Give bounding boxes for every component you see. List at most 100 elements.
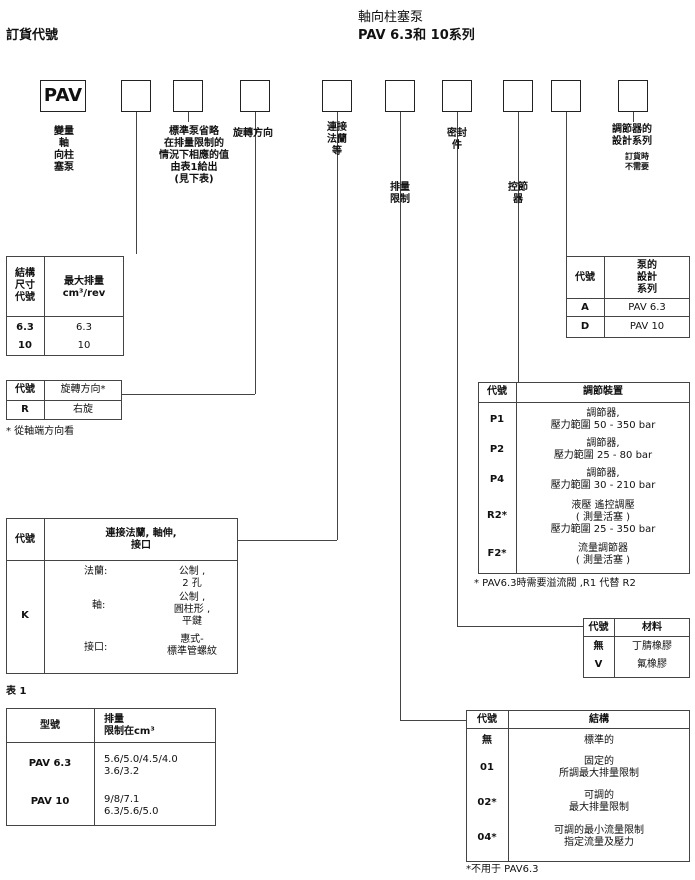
table1-caption: 表 1 bbox=[6, 686, 27, 697]
table1-model-10: PAV 10 bbox=[30, 796, 70, 807]
label-series: 調節器的 設計系列 bbox=[612, 124, 652, 147]
table1-values-6.3: 5.6/5.0/4.5/4.0 3.6/3.2 bbox=[104, 754, 178, 777]
size-table-header-code: 結構 尺寸 代號 bbox=[15, 268, 35, 303]
table-divider bbox=[6, 400, 122, 401]
structure-code-02: 02* bbox=[477, 797, 497, 808]
series-value-d: PAV 10 bbox=[629, 321, 665, 332]
connector-line bbox=[122, 394, 255, 395]
controller-code-r2: R2* bbox=[487, 510, 507, 521]
table-divider bbox=[6, 742, 216, 743]
seal-table-header-material: 材料 bbox=[642, 622, 662, 633]
size-table-code-6.3: 6.3 bbox=[16, 322, 34, 333]
code-box-limit bbox=[385, 80, 415, 112]
label-seal: 密封 件 bbox=[447, 128, 467, 151]
controller-desc-f2: 流量調節器 ( 測量活塞 ) bbox=[575, 543, 631, 566]
connection-flange-label: 法蘭: bbox=[84, 566, 108, 577]
series-table-header-code: 代號 bbox=[575, 272, 595, 283]
structure-footnote: *不用于 PAV6.3 bbox=[466, 864, 539, 875]
table-divider bbox=[566, 316, 690, 317]
connector-line bbox=[633, 112, 634, 122]
table1-model-6.3: PAV 6.3 bbox=[28, 758, 72, 769]
code-box-series bbox=[618, 80, 648, 112]
table1-header-limit: 排量 限制在cm³ bbox=[104, 714, 155, 737]
rotation-footnote: * 從軸端方向看 bbox=[6, 426, 75, 437]
seal-table-header-code: 代號 bbox=[588, 622, 609, 633]
code-box-seal bbox=[442, 80, 472, 112]
controller-code-f2: F2* bbox=[487, 548, 507, 559]
series-value-a: PAV 6.3 bbox=[628, 302, 666, 313]
controller-code-p2: P2 bbox=[489, 444, 505, 455]
structure-desc-02: 可調的 最大排量限制 bbox=[569, 790, 629, 813]
series-code-a: A bbox=[581, 302, 589, 313]
table-divider bbox=[508, 710, 509, 862]
table-divider bbox=[44, 518, 45, 674]
controller-footnote: * PAV6.3時需要溢流閥 ,R1 代替 R2 bbox=[474, 578, 636, 589]
rotation-table-header-code: 代號 bbox=[15, 384, 35, 395]
code-box-connection bbox=[322, 80, 352, 112]
seal-material-fkm: 氟橡膠 bbox=[637, 659, 667, 670]
controller-desc-p4: 調節器, 壓力範圍 30 - 210 bar bbox=[550, 468, 656, 491]
label-displacement-note: 標準泵省略 在排量限制的 情況下相應的值 由表1給出 (見下表) bbox=[159, 126, 229, 185]
connection-shaft-label: 軸: bbox=[92, 600, 106, 611]
structure-table-header-code: 代號 bbox=[477, 714, 497, 725]
order-code-title: 訂貨代號 bbox=[6, 28, 59, 43]
connector-line bbox=[566, 112, 567, 256]
connection-table-header-desc: 連接法蘭, 軸伸, 接口 bbox=[105, 528, 177, 551]
table-divider bbox=[94, 708, 95, 826]
structure-code-01: 01 bbox=[480, 762, 494, 773]
seal-code-none: 無 bbox=[593, 641, 604, 652]
connector-line bbox=[255, 112, 256, 394]
controller-code-p4: P4 bbox=[489, 474, 505, 485]
size-table-code-10: 10 bbox=[18, 340, 32, 351]
connection-port-value: 惠式- 標準管螺紋 bbox=[167, 634, 217, 657]
series-table bbox=[566, 256, 690, 338]
table-divider bbox=[6, 316, 124, 317]
connector-line bbox=[457, 626, 583, 627]
rotation-value-right: 右旋 bbox=[73, 404, 93, 415]
connector-line bbox=[400, 720, 466, 721]
controller-code-p1: P1 bbox=[489, 414, 505, 425]
controller-desc-p1: 調節器, 壓力範圍 50 - 350 bar bbox=[550, 408, 656, 431]
label-pump: 變量 軸 向柱 塞泵 bbox=[54, 126, 74, 173]
structure-code-none: 無 bbox=[482, 735, 492, 746]
code-box-structure bbox=[551, 80, 581, 112]
structure-desc-04: 可調的最小流量限制 指定流量及壓力 bbox=[554, 825, 644, 848]
series-code-d: D bbox=[580, 321, 590, 332]
connection-table bbox=[6, 518, 238, 674]
seal-code-v: V bbox=[594, 659, 603, 670]
label-series-note: 訂貨時 不需要 bbox=[625, 152, 649, 171]
structure-code-04: 04* bbox=[477, 832, 497, 843]
series-title: PAV 6.3和 10系列 bbox=[358, 28, 475, 43]
size-table bbox=[6, 256, 124, 356]
rotation-code-r: R bbox=[21, 404, 29, 415]
label-controller: 控節 器 bbox=[508, 182, 528, 205]
connector-line bbox=[337, 112, 338, 540]
code-box-pav: PAV bbox=[40, 80, 86, 112]
size-table-header-displacement: 最大排量 cm³/rev bbox=[62, 276, 106, 299]
table-divider bbox=[604, 256, 605, 338]
connector-line bbox=[518, 112, 519, 382]
rotation-table-header-direction: 旋轉方向* bbox=[60, 384, 106, 395]
connector-line bbox=[238, 540, 337, 541]
connection-flange-value: 公制 , 2 孔 bbox=[178, 566, 206, 589]
table-divider bbox=[466, 728, 690, 729]
controller-table-header-code: 代號 bbox=[487, 386, 507, 397]
table-divider bbox=[478, 402, 690, 403]
size-table-value-10: 10 bbox=[77, 340, 91, 351]
connection-port-label: 接口: bbox=[84, 642, 108, 653]
structure-desc-01: 固定的 所調最大排量限制 bbox=[559, 756, 639, 779]
size-table-value-6.3: 6.3 bbox=[76, 322, 92, 333]
table-divider bbox=[583, 636, 690, 637]
product-title: 軸向柱塞泵 bbox=[358, 10, 424, 25]
controller-desc-p2: 調節器, 壓力範圍 25 - 80 bar bbox=[553, 438, 653, 461]
table1-header-model: 型號 bbox=[40, 720, 60, 731]
table1-values-10: 9/8/7.1 6.3/5.6/5.0 bbox=[104, 794, 159, 817]
controller-desc-r2: 液壓 遙控調壓 ( 測量活塞 ) 壓力範圍 25 - 350 bar bbox=[550, 500, 656, 535]
connector-line bbox=[457, 112, 458, 626]
label-rotation: 旋轉方向 bbox=[233, 128, 273, 139]
code-box-controller bbox=[503, 80, 533, 112]
seal-table bbox=[583, 618, 690, 678]
table-divider bbox=[614, 618, 615, 678]
structure-table bbox=[466, 710, 690, 862]
code-box-displacement bbox=[173, 80, 203, 112]
